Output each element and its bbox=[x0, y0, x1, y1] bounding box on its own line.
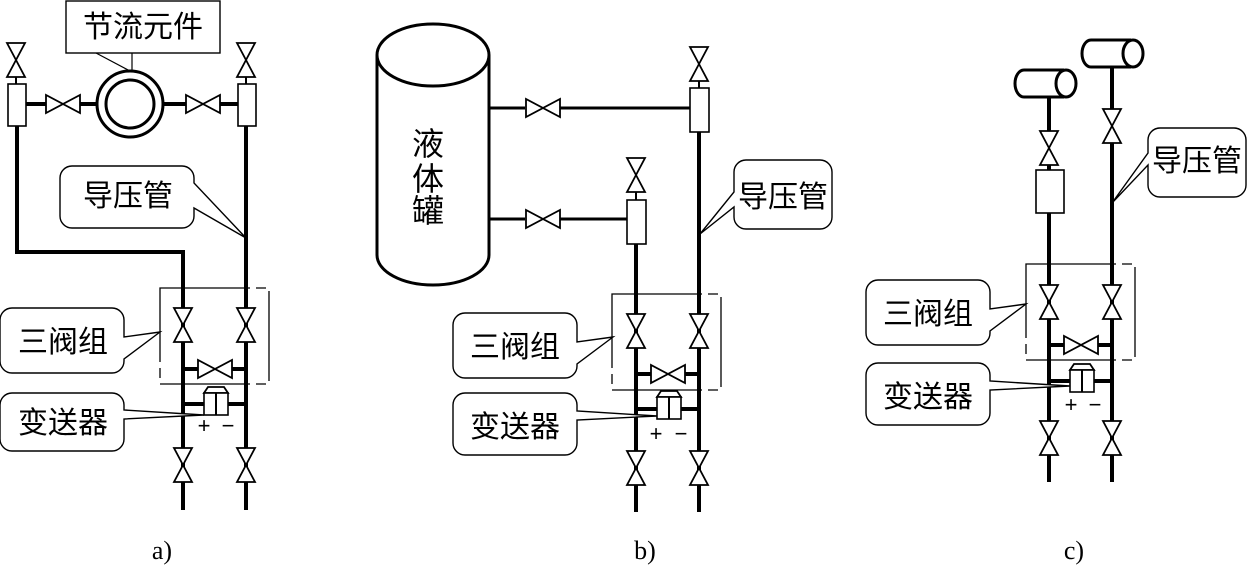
condenser-left bbox=[7, 83, 27, 127]
manifold-label-b: 三阀组 bbox=[470, 330, 560, 365]
liquid-tank bbox=[375, 55, 491, 287]
isolation-valve-left-icon bbox=[45, 94, 81, 114]
panel-b: 液 体 罐 导压管 三阀组 + bbox=[375, 22, 833, 565]
condenser-c bbox=[1035, 169, 1065, 214]
impulse-line-label-b: 导压管 bbox=[738, 180, 828, 215]
isolation-valve-left-icon-c bbox=[1039, 130, 1059, 166]
caption-c: c) bbox=[1064, 536, 1084, 565]
tank-label-char-1: 液 bbox=[412, 125, 444, 163]
vent-valve-left-icon-b bbox=[626, 157, 646, 193]
manifold-label-c: 三阀组 bbox=[883, 297, 973, 332]
minus-sign-a: − bbox=[222, 413, 235, 438]
transmitter-icon-a bbox=[203, 386, 229, 416]
isolation-valve-right-icon-c bbox=[1102, 108, 1122, 144]
manifold-valve-left-icon bbox=[173, 307, 193, 343]
drain-valve-left-icon-b bbox=[626, 450, 646, 486]
caption-b: b) bbox=[634, 536, 656, 565]
manifold-valve-right-icon bbox=[236, 307, 256, 343]
plus-sign-a: + bbox=[198, 413, 211, 438]
plus-sign-c: + bbox=[1065, 392, 1078, 417]
transmitter-label-a: 变送器 bbox=[18, 406, 108, 441]
impulse-line-label-a: 导压管 bbox=[83, 179, 173, 214]
drain-valve-right-icon-c bbox=[1102, 420, 1122, 456]
manifold-valve-right-icon-b bbox=[689, 313, 709, 349]
three-valve-manifold-box-c bbox=[1025, 263, 1136, 361]
condensing-pot-right-icon bbox=[1080, 38, 1145, 69]
condensing-pot-left-icon bbox=[1013, 68, 1078, 99]
equalizing-valve-icon-b bbox=[650, 364, 686, 384]
drain-valve-right-icon-a bbox=[236, 447, 256, 483]
condenser-lower-b bbox=[626, 199, 647, 245]
three-valve-manifold-box-b bbox=[611, 293, 722, 391]
transmitter-label-c: 变送器 bbox=[883, 380, 973, 415]
drain-valve-left-icon-c bbox=[1039, 420, 1059, 456]
minus-sign-c: − bbox=[1089, 392, 1102, 417]
drain-valve-left-icon-a bbox=[173, 447, 193, 483]
manifold-valve-right-icon-c bbox=[1102, 284, 1122, 320]
three-valve-manifold-box-a bbox=[159, 287, 270, 385]
vent-valve-left-icon bbox=[6, 42, 26, 78]
transmitter-icon-c bbox=[1069, 363, 1095, 393]
panel-a: 节流元件 导压管 三阀组 + − 变送器 a) bbox=[0, 0, 270, 565]
condenser-upper-b bbox=[689, 87, 710, 133]
tank-label-char-3: 罐 bbox=[412, 192, 444, 230]
vent-valve-right-icon bbox=[236, 42, 256, 78]
plus-sign-b: + bbox=[650, 421, 663, 446]
condenser-right bbox=[237, 83, 257, 127]
isolation-valve-right-icon bbox=[185, 94, 221, 114]
transmitter-icon-b bbox=[656, 390, 682, 420]
manifold-valve-left-icon-b bbox=[626, 313, 646, 349]
panel-c: 导压管 三阀组 + − 变送器 c) bbox=[865, 38, 1247, 565]
transmitter-label-b: 变送器 bbox=[470, 410, 560, 445]
upper-tap-valve-icon bbox=[525, 98, 561, 118]
caption-a: a) bbox=[152, 536, 172, 565]
manifold-label-a: 三阀组 bbox=[18, 325, 108, 360]
manifold-valve-left-icon-c bbox=[1039, 284, 1059, 320]
throttle-element-label: 节流元件 bbox=[83, 10, 203, 45]
impulse-line-label-c: 导压管 bbox=[1152, 144, 1242, 179]
tank-label-char-2: 体 bbox=[412, 160, 444, 198]
minus-sign-b: − bbox=[675, 421, 688, 446]
equalizing-valve-icon-a bbox=[197, 359, 233, 379]
vent-valve-right-icon-b bbox=[689, 46, 709, 82]
equalizing-valve-icon-c bbox=[1063, 335, 1099, 355]
lower-tap-valve-icon bbox=[525, 209, 561, 229]
drain-valve-right-icon-b bbox=[689, 450, 709, 486]
